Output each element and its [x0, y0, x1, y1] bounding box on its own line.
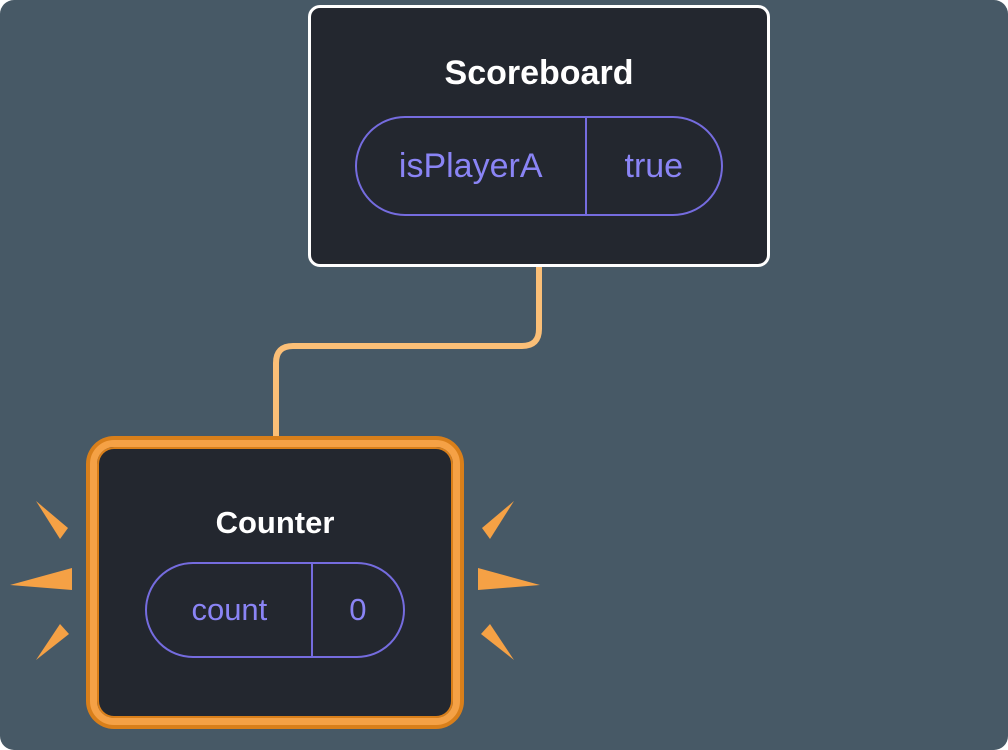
state-value: true	[624, 146, 684, 185]
component-title: Counter	[215, 505, 335, 540]
parent-child-connector-line	[273, 263, 542, 447]
spark-icon	[36, 624, 69, 660]
component-title: Scoreboard	[444, 54, 634, 92]
spark-icon	[10, 568, 72, 590]
counter-component-card: Counter count 0	[90, 440, 460, 725]
state-name: isPlayerA	[357, 118, 587, 214]
state-value: 0	[349, 592, 367, 627]
spark-icon	[481, 624, 514, 660]
spark-burst-right	[478, 501, 540, 660]
state-badge: isPlayerA true	[354, 116, 724, 216]
state-badge: count 0	[145, 562, 405, 658]
state-name: count	[147, 564, 314, 656]
spark-icon	[478, 568, 540, 590]
spark-icon	[36, 501, 68, 539]
spark-burst-left	[10, 501, 72, 660]
scoreboard-component-card: Scoreboard isPlayerA true	[308, 5, 770, 267]
spark-icon	[482, 501, 514, 539]
